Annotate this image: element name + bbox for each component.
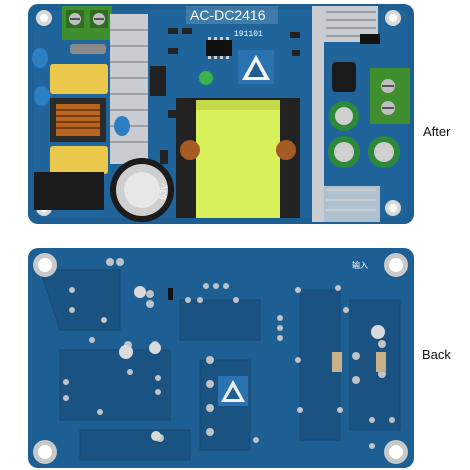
x-capacitor-bottom [50, 146, 108, 174]
back-smd-parts [168, 288, 386, 372]
date-code: 191101 [234, 30, 263, 39]
back-pcb: 输入 + 出 - [4, 248, 414, 468]
input-terminal-block [62, 6, 112, 40]
mounting-holes-back [33, 253, 408, 464]
left-heatsink [110, 14, 148, 164]
smd-resistor [360, 34, 380, 44]
y-capacitor [32, 48, 48, 68]
led-green [199, 71, 213, 85]
esd-warning-logo-back [218, 376, 248, 406]
transformer [176, 98, 300, 218]
bulk-capacitor: 63V [34, 158, 174, 222]
input-marking: 输入 [352, 260, 368, 270]
output-terminal-block [370, 68, 410, 124]
after-label: After [423, 124, 451, 139]
output-capacitors [328, 101, 400, 168]
capacitor-label: 63V [157, 183, 170, 201]
output-diode [332, 62, 356, 92]
output-marking: + 出 - [4, 332, 14, 355]
back-label: Back [422, 347, 451, 362]
fuse [70, 44, 106, 54]
solder-joints [119, 286, 385, 441]
x-capacitor-top [50, 64, 108, 94]
controller-ic [206, 40, 232, 56]
esd-warning-logo [238, 50, 274, 84]
board-model-silkscreen: AC-DC2416 [190, 7, 266, 23]
y-capacitor [34, 86, 50, 106]
front-pcb: 63V AC-DC2416 191101 [28, 4, 414, 224]
y-capacitor [114, 116, 130, 136]
mosfet [150, 66, 166, 96]
common-mode-choke [50, 98, 106, 142]
